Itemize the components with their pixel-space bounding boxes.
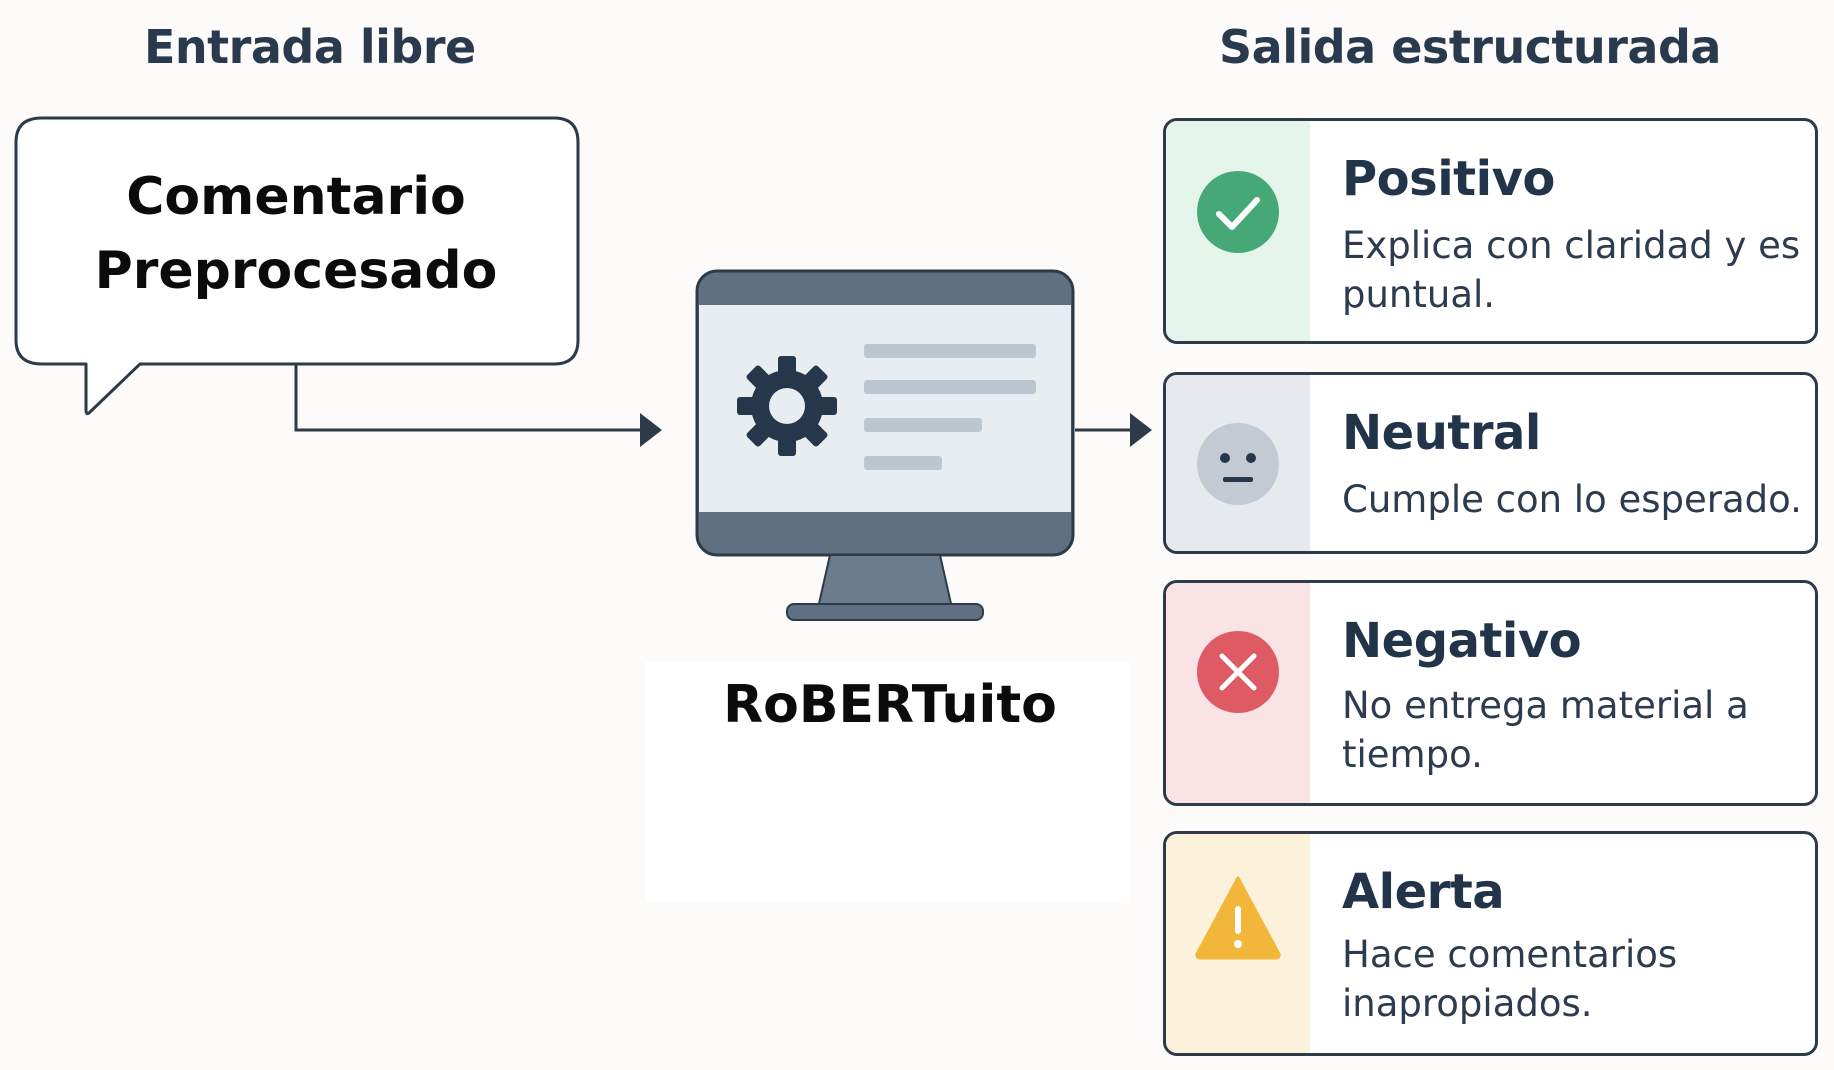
x-circle-icon — [1197, 631, 1279, 713]
output-heading: Salida estructurada — [1219, 20, 1721, 74]
card-title: Negativo — [1342, 613, 1582, 669]
gear-icon — [737, 356, 837, 456]
input-comment-text: Comentario Preprocesado — [16, 160, 576, 308]
monitor-gear-icon — [695, 269, 1075, 621]
check-circle-icon — [1197, 171, 1279, 253]
output-card-negative: Negativo No entrega material a tiempo. — [1163, 580, 1818, 806]
card-description: Cumple con lo esperado. — [1342, 478, 1802, 521]
output-card-positive: Positivo Explica con claridad y es puntu… — [1163, 118, 1818, 344]
output-card-alert: Alerta Hace comentarios inapropiados. — [1163, 831, 1818, 1056]
card-title: Alerta — [1342, 864, 1505, 920]
input-comment-line-2: Preprocesado — [94, 241, 498, 301]
card-description: No entrega material a tiempo. — [1342, 684, 1749, 776]
card-title: Positivo — [1342, 151, 1555, 207]
input-heading: Entrada libre — [144, 20, 476, 74]
output-card-neutral: Neutral Cumple con lo esperado. — [1163, 372, 1818, 554]
card-title: Neutral — [1342, 405, 1541, 461]
card-description: Hace comentarios inapropiados. — [1342, 933, 1678, 1025]
model-label-backdrop — [645, 662, 1130, 902]
card-description: Explica con claridad y es puntual. — [1342, 224, 1801, 316]
model-name: RoBERTuito — [723, 675, 1057, 735]
neutral-face-icon — [1197, 423, 1279, 505]
input-comment-line-1: Comentario — [126, 167, 466, 227]
warning-triangle-icon — [1195, 876, 1281, 960]
